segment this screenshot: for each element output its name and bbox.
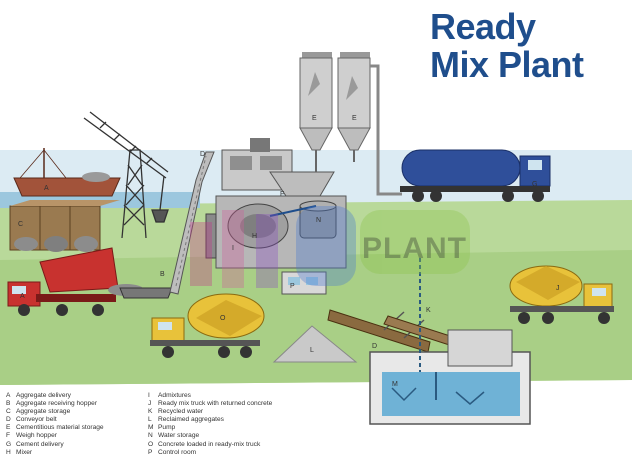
callout-i: I — [232, 245, 234, 252]
callout-f: F — [280, 191, 284, 198]
crane — [83, 111, 169, 239]
callout-e-right: E — [352, 115, 357, 122]
cement-silos — [299, 52, 402, 196]
callout-c: C — [18, 221, 23, 228]
cement-tanker — [400, 149, 551, 202]
callout-e-left: E — [312, 115, 317, 122]
callout-labels: A A B C D D E E F G H I J K L M N O P — [18, 115, 560, 388]
callout-k: K — [426, 307, 431, 314]
callout-a-truck: A — [20, 293, 25, 300]
callout-o: O — [220, 315, 226, 322]
title-line-2: Mix Plant — [430, 44, 584, 85]
loaded-mixer-truck — [150, 293, 265, 358]
callout-d-lower: D — [372, 343, 377, 350]
callout-a-ship: A — [44, 185, 49, 192]
title-line-1: Ready — [430, 6, 536, 47]
conveyor-belt — [119, 151, 215, 299]
watermark-shape — [190, 206, 470, 288]
page-title: Ready Mix Plant — [430, 8, 620, 84]
callout-n: N — [316, 217, 321, 224]
callout-b: B — [160, 271, 165, 278]
returned-concrete-truck — [509, 265, 614, 324]
callout-l: L — [310, 347, 314, 354]
ship — [13, 148, 121, 197]
mixing-plant — [205, 138, 347, 295]
callout-j: J — [556, 285, 560, 292]
recycle-water-pit — [369, 258, 531, 425]
callout-g: G — [532, 181, 537, 188]
callout-p: P — [290, 283, 295, 290]
watermark-text: PLANT — [362, 232, 467, 265]
red-dump-truck — [7, 247, 144, 316]
callout-h: H — [252, 233, 257, 240]
callout-d-upper: D — [200, 151, 205, 158]
callout-m: M — [392, 381, 398, 388]
